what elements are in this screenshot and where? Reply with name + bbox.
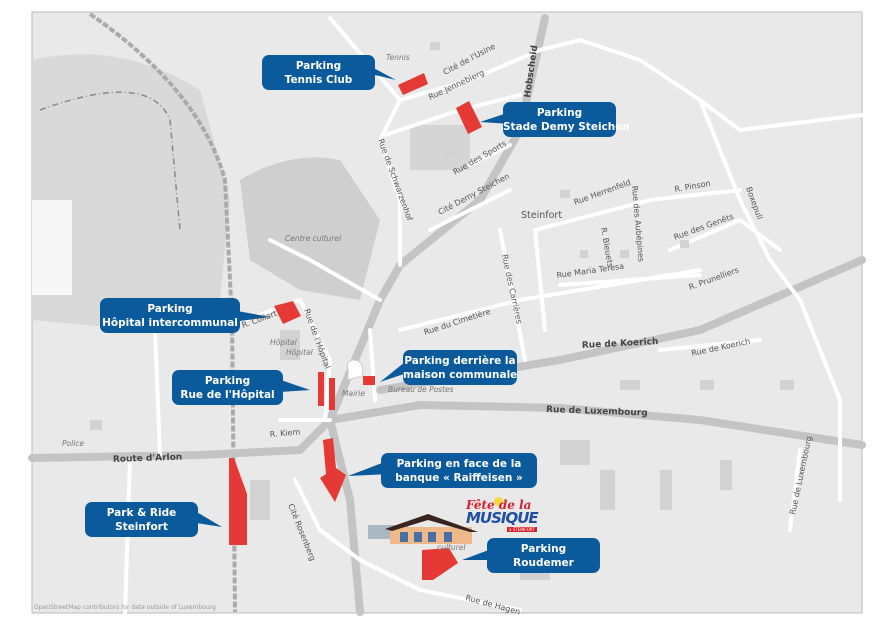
callout-line: maison communale [403, 368, 518, 381]
parking-area-park-and-ride [229, 458, 247, 545]
callout-line: Tennis Club [284, 73, 353, 86]
parking-area-stade [456, 101, 482, 134]
centre-culturel-icon [368, 514, 478, 544]
parking-area-tennis-club [398, 73, 428, 95]
callout-line: Parking [520, 542, 567, 555]
forest-area [32, 54, 230, 331]
poi-tennis: Tennis [386, 53, 410, 62]
pointer-raiffeisen [348, 460, 390, 476]
pointer-hopital-int [232, 310, 270, 322]
street-label: Rue de Luxembourg [546, 405, 648, 419]
parking-area-rue-hopital-2 [329, 378, 335, 410]
fete-de-la-musique-logo: Fête de la MUSIQUE à STEINFORT [462, 497, 552, 538]
parking-area-roudemer [422, 548, 458, 580]
parking-area-rue-hopital-1 [318, 372, 324, 406]
buildings [90, 42, 794, 580]
callout-line: Park & Ride [106, 506, 177, 519]
callout-line: Rue de l'Hôpital [180, 388, 275, 401]
hill-area [240, 157, 380, 300]
callout-line: banque « Raiffeisen » [395, 471, 523, 484]
pointer-roudemer [462, 548, 494, 560]
callout-line: Roudemer [513, 556, 574, 569]
poi-culturel: culturel [437, 543, 466, 552]
callout-line: Parking [204, 374, 251, 387]
poi-hopital: Hôpital [286, 348, 314, 357]
callout-line: Stade Demy Steichen [503, 120, 630, 133]
callout-line: Hôpital intercommunal [102, 316, 238, 329]
callout-line: Parking [147, 302, 193, 315]
pointer-communale [380, 358, 410, 382]
logo-line: MUSIQUE [466, 509, 539, 527]
railway [88, 12, 237, 613]
pointer-park-ride [190, 508, 222, 527]
place-label-steinfort: Steinfort [521, 210, 562, 221]
logo-line: Fête de la [466, 498, 532, 512]
field [32, 200, 72, 295]
street-label: Rue de Koerich [582, 337, 659, 351]
street-label: Route d'Arlon [113, 453, 183, 465]
callout-line: Steinfort [115, 520, 168, 533]
parking-area-raiffeisen [320, 438, 346, 502]
parking-area-hopital-intercommunal [274, 301, 301, 324]
poi-bureau-postes: Bureau de Postes [388, 385, 454, 394]
street-label: R. Kiem [269, 427, 300, 439]
callout-line: Parking en face de la [396, 457, 522, 470]
trail [39, 91, 181, 231]
stadium [410, 125, 470, 170]
poi-mairie: Mairie [342, 389, 365, 398]
mairie-loop [346, 359, 364, 381]
callout-line: Parking [536, 106, 583, 119]
poi-hopital: Hôpital [270, 338, 298, 347]
pointer-stade [480, 112, 510, 124]
logo-line: à STEINFORT [507, 527, 537, 532]
map-attribution: OpenStreetMap contributors for data outs… [34, 604, 216, 611]
parking-area-maison-communale [363, 376, 375, 385]
callout-line: Parking [295, 59, 342, 72]
poi-police: Police [62, 439, 84, 448]
pointer-rue-hopital [275, 378, 310, 392]
pointer-tennis [368, 65, 396, 80]
sun-icon [494, 497, 503, 506]
poi-centre: Centre culturel [285, 234, 342, 243]
callout-line: Parking derrière la [404, 354, 516, 367]
